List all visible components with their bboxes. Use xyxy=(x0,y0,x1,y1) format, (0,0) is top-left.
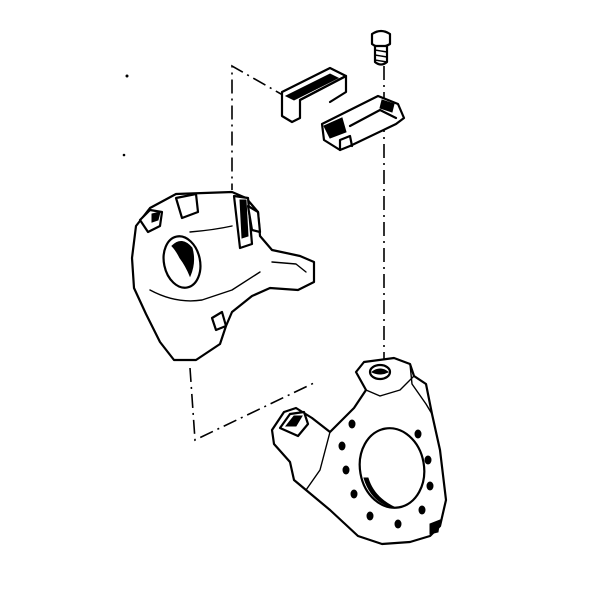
mounting-bolt-icon xyxy=(370,29,392,66)
anchor-plate-icon xyxy=(270,356,448,546)
alignment-line-caliper-to-plate xyxy=(189,367,317,442)
anchor-plate-bolt-holes xyxy=(338,419,434,529)
print-specks xyxy=(122,74,129,157)
alignment-line-left xyxy=(231,64,289,190)
anchor-plate-hub-opening xyxy=(358,427,426,509)
retainer-clip-icon xyxy=(280,66,348,124)
support-key-icon xyxy=(320,94,406,152)
alignment-lines xyxy=(189,64,385,442)
brake-caliper-icon xyxy=(130,190,316,362)
